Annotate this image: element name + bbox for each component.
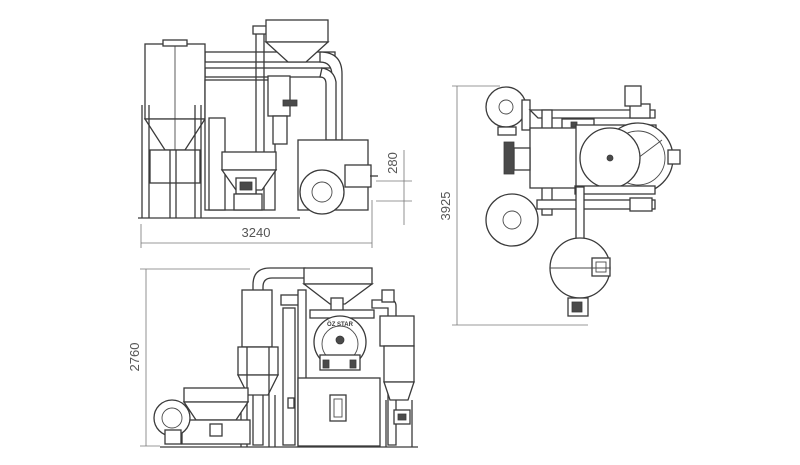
top-width-dimension: 3240 bbox=[140, 200, 373, 248]
plan-fan-lower bbox=[485, 193, 656, 247]
dimension-label-3240: 3240 bbox=[242, 225, 271, 240]
dimension-label-3925: 3925 bbox=[438, 192, 453, 221]
front-height-dimension: 2760 bbox=[127, 268, 250, 447]
plan-view bbox=[485, 85, 681, 317]
brand-label: ÖZ STAR bbox=[327, 321, 354, 328]
plan-length-dimension: 3925 bbox=[438, 85, 588, 326]
cyclone-fan bbox=[297, 139, 378, 215]
front-right-silo bbox=[379, 315, 415, 447]
plan-roaster-drum bbox=[503, 122, 681, 195]
front-elevation-view: ÖZ STAR bbox=[153, 267, 418, 448]
top-height-dimension: 280 bbox=[376, 150, 412, 225]
top-hopper bbox=[264, 19, 330, 63]
dimension-label-2760: 2760 bbox=[127, 343, 142, 372]
front-middle-pipes bbox=[280, 289, 307, 446]
dimension-label-280: 280 bbox=[385, 152, 400, 174]
cooling-hopper bbox=[220, 151, 278, 211]
silo-tower bbox=[141, 39, 207, 218]
plan-fan-upper bbox=[485, 86, 531, 136]
side-elevation-view bbox=[138, 19, 378, 219]
plan-cooler bbox=[549, 237, 611, 317]
front-roaster: ÖZ STAR bbox=[297, 267, 381, 447]
front-cooling-unit bbox=[153, 387, 251, 445]
